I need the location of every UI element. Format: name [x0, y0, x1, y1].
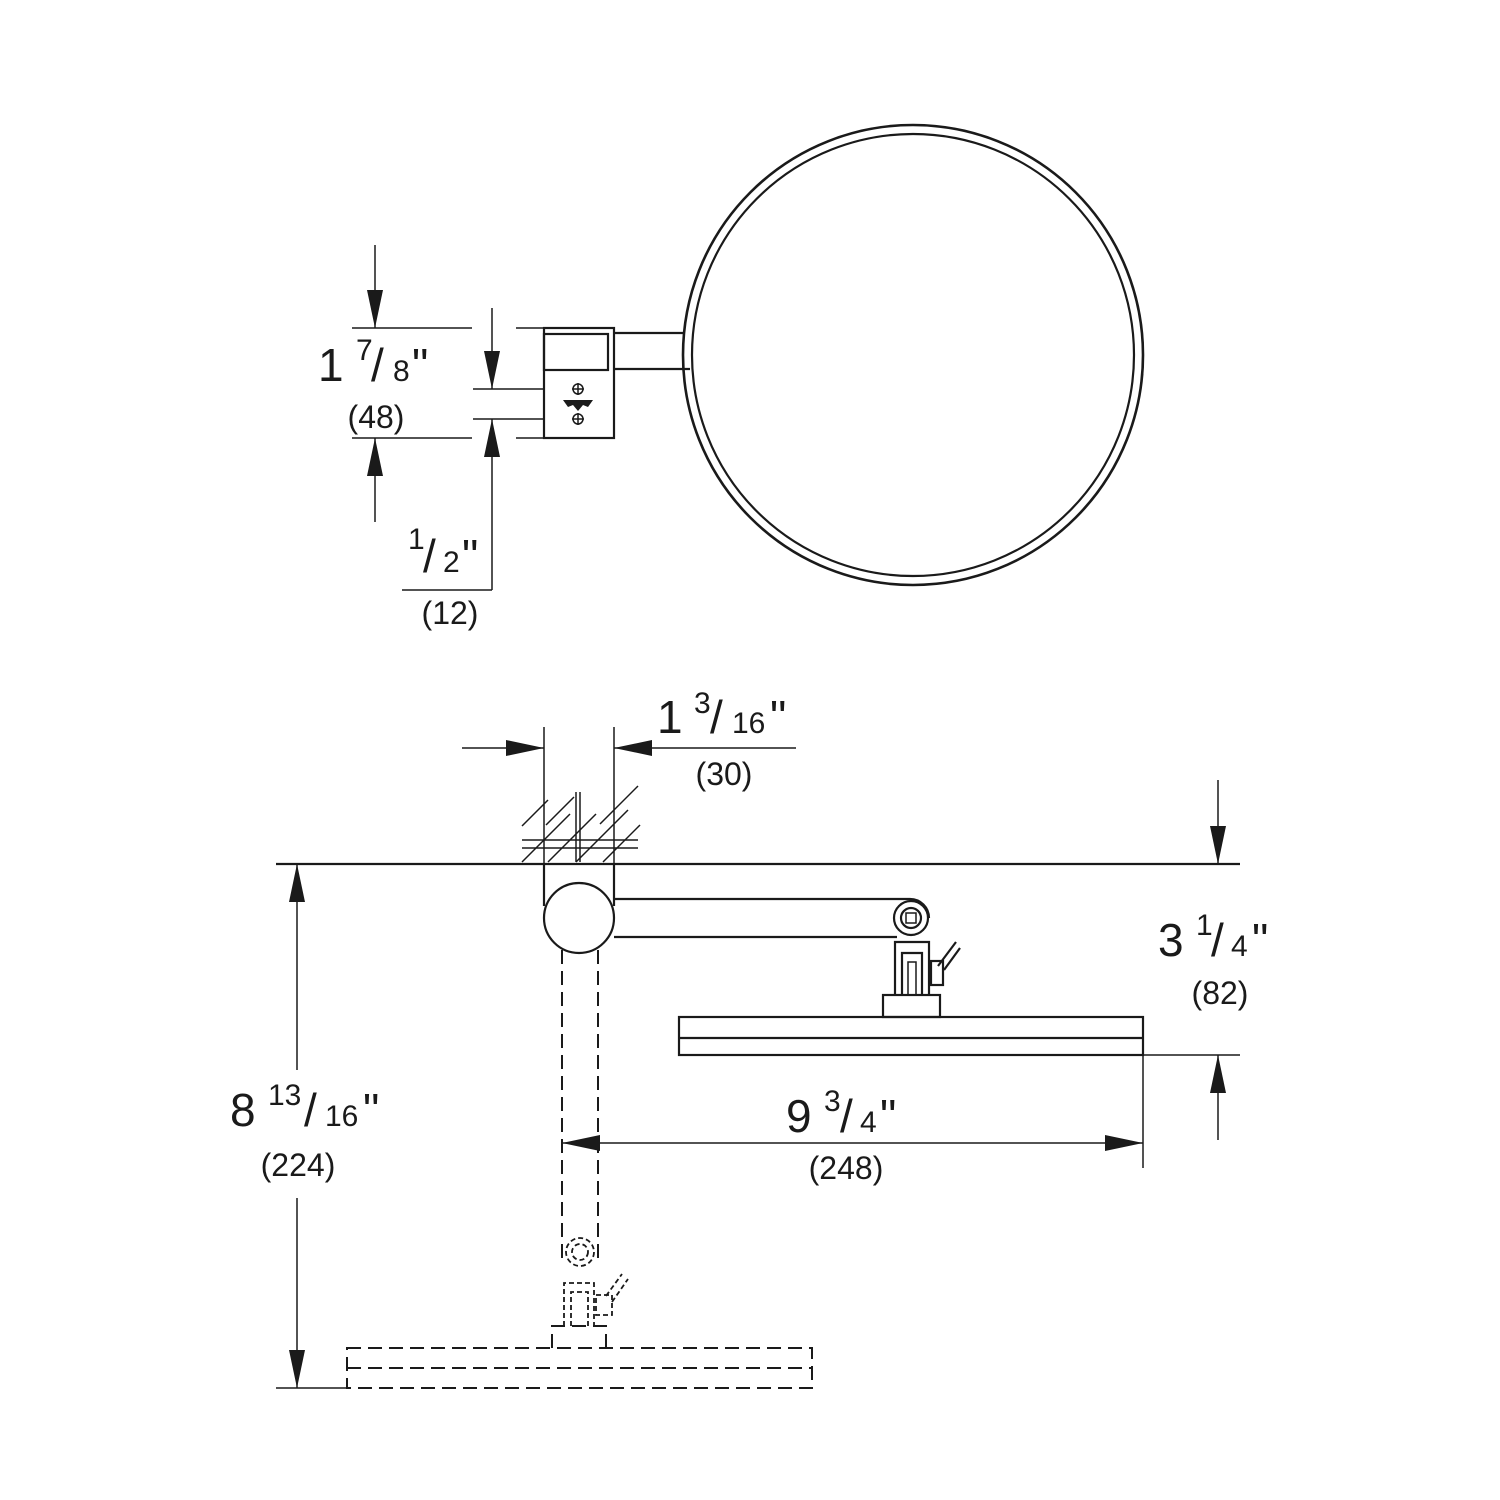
label-mount-width-mm: (30) [696, 756, 753, 792]
label-arm-reach-whole: 9 [786, 1090, 812, 1142]
label-arm-reach: 9 3 / 4 " (248) [786, 1085, 896, 1186]
label-mount-width: 1 3 / 16 " (30) [657, 687, 786, 792]
swivel-joint [542, 881, 616, 955]
svg-text:/: / [1211, 914, 1224, 966]
mirror-inner-ring [690, 132, 1136, 578]
side-view [276, 727, 1240, 1389]
swung-position-outline [346, 950, 813, 1389]
label-total-extension-den: 16 [325, 1100, 358, 1133]
label-mount-height-unit: " [412, 339, 428, 391]
label-arm-reach-mm: (248) [809, 1150, 884, 1186]
label-screw-spacing-unit: " [462, 530, 478, 582]
svg-text:/: / [304, 1084, 317, 1136]
wall-hatching [521, 785, 641, 863]
pivot-icon [892, 899, 930, 937]
svg-text:/: / [423, 530, 436, 582]
label-mirror-offset-num: 1 [1196, 909, 1213, 942]
label-arm-reach-den: 4 [860, 1106, 877, 1139]
label-screw-spacing-den: 2 [443, 546, 460, 579]
wall-mount-cap [542, 332, 610, 372]
svg-text:/: / [840, 1090, 853, 1142]
front-view [352, 123, 1145, 591]
label-screw-spacing: 1 / 2 " (12) [408, 523, 478, 631]
label-total-extension-whole: 8 [230, 1084, 256, 1136]
svg-text:/: / [710, 691, 723, 743]
label-total-extension-num: 13 [268, 1079, 301, 1112]
label-mirror-offset: 3 1 / 4 " (82) [1158, 909, 1268, 1011]
wall-mount-block [542, 326, 616, 440]
label-total-extension-unit: " [363, 1084, 379, 1136]
label-mount-width-den: 16 [732, 707, 765, 740]
bracket-base [881, 993, 942, 1019]
mirror-outer-ring [681, 123, 1145, 587]
screw-icon-upper [572, 383, 584, 395]
mirror-side-profile [677, 1015, 1145, 1057]
label-mount-height-whole: 1 [318, 339, 344, 391]
label-mount-height-num: 7 [356, 334, 373, 367]
label-screw-spacing-num: 1 [408, 523, 425, 556]
mirror-bracket [893, 940, 961, 995]
label-mount-width-whole: 1 [657, 691, 683, 743]
label-mount-height-mm: (48) [348, 399, 405, 435]
label-total-extension: 8 13 / 16 " (224) [230, 1079, 379, 1183]
svg-text:/: / [371, 339, 384, 391]
screw-icon-lower [572, 413, 584, 425]
label-screw-spacing-mm: (12) [422, 595, 479, 631]
label-mirror-offset-mm: (82) [1192, 975, 1249, 1011]
label-arm-reach-unit: " [880, 1090, 896, 1142]
label-arm-reach-num: 3 [824, 1085, 841, 1118]
label-mount-width-num: 3 [694, 687, 711, 720]
label-total-extension-mm: (224) [261, 1147, 336, 1183]
brand-logo-icon [563, 400, 593, 411]
label-mount-height: 1 7 / 8 " (48) [318, 334, 428, 435]
label-mirror-offset-unit: " [1252, 914, 1268, 966]
label-mirror-offset-whole: 3 [1158, 914, 1184, 966]
label-mount-height-den: 8 [393, 355, 410, 388]
label-mount-width-unit: " [770, 691, 786, 743]
label-mirror-offset-den: 4 [1231, 930, 1248, 963]
